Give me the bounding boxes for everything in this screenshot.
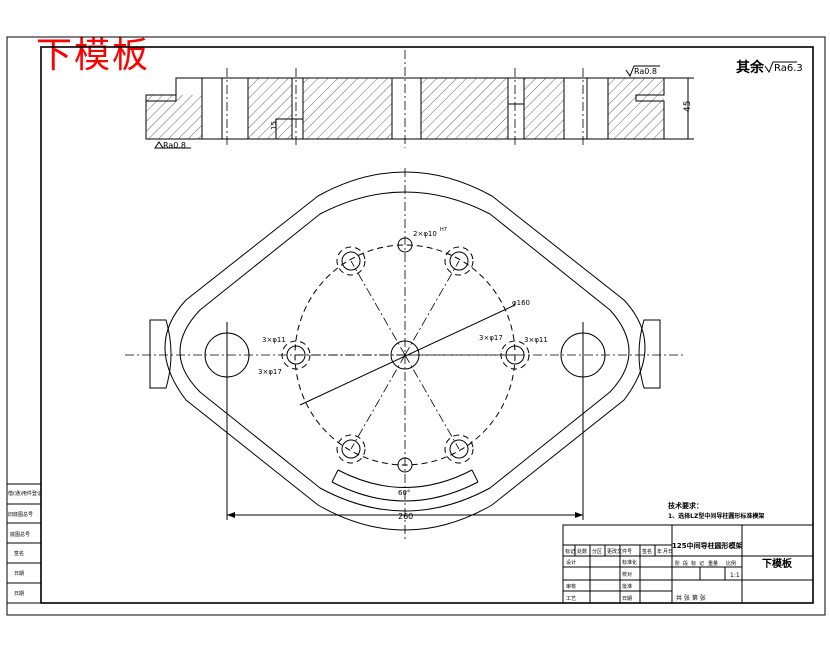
- svg-text:比例: 比例: [726, 560, 736, 567]
- roughness-top-value: Ra0.8: [634, 67, 657, 76]
- svg-text:签名: 签名: [642, 548, 652, 555]
- section-hatch-right: [608, 78, 664, 139]
- section-hatch-b: [303, 78, 392, 139]
- svg-text:审核: 审核: [566, 583, 576, 590]
- remaining-roughness-label: 其余: [736, 59, 765, 76]
- svg-text:处数: 处数: [577, 548, 587, 555]
- svg-text:月: 月: [663, 549, 668, 555]
- sheet-count: 共 张 第 张: [676, 594, 706, 602]
- svg-text:日期: 日期: [14, 571, 24, 577]
- label-left-large-holes: 3×φ17: [258, 368, 282, 376]
- tech-req-heading: 技术要求：: [668, 501, 703, 510]
- svg-text:分区: 分区: [592, 548, 602, 555]
- label-bolt-circle-diameter: φ160: [512, 299, 530, 307]
- plan-view: 2×φ10 H7 φ160 3×φ11 3×φ17 3×φ17 3×φ11 60…: [125, 168, 685, 540]
- section-hatch-d: [524, 78, 564, 139]
- bolt-holes: [281, 237, 530, 473]
- svg-text:工艺: 工艺: [566, 596, 576, 602]
- drawing-title: 125中间导柱圆形模架: [672, 541, 743, 550]
- plate-outer-outline: [164, 171, 646, 531]
- side-block: 借(通)用件登记 旧底图总号 底图总号 签名 日期 日期: [6, 483, 42, 604]
- svg-text:重量: 重量: [708, 560, 718, 567]
- svg-text:日: 日: [668, 549, 673, 555]
- part-name: 下模板: [762, 557, 793, 570]
- section-view: 45 15 Ra0.8 Ra0.8: [145, 50, 694, 150]
- roughness-bottom-value: Ra0.8: [163, 141, 186, 150]
- label-right-small-holes: 3×φ11: [524, 336, 548, 344]
- svg-text:底图总号: 底图总号: [10, 531, 30, 538]
- svg-text:批准: 批准: [622, 583, 632, 590]
- diameter-leader: [299, 304, 516, 406]
- outer-border: [6, 36, 826, 616]
- label-left-small-holes: 3×φ11: [262, 336, 286, 344]
- roughness-bottom-icon: [154, 141, 191, 149]
- label-width: 260: [398, 512, 413, 521]
- svg-text:签名: 签名: [14, 550, 24, 557]
- svg-text:标记: 标记: [565, 548, 575, 555]
- svg-text:旧底图总号: 旧底图总号: [8, 511, 33, 518]
- section-hatch-left: [146, 95, 202, 139]
- technical-requirements: 技术要求： 1、选择LZ型中间导柱圆形标准模架: [668, 501, 764, 520]
- label-top-hole: 2×φ10: [413, 230, 437, 238]
- remaining-roughness-value: Ra6.3: [774, 63, 803, 74]
- roughness-top-icon: [625, 65, 660, 78]
- svg-text:设计: 设计: [566, 559, 576, 566]
- tech-req-item-1: 1、选择LZ型中间导柱圆形标准模架: [668, 512, 764, 520]
- svg-text:段: 段: [683, 560, 688, 567]
- svg-text:年: 年: [657, 548, 662, 555]
- roughness-note: 其余 Ra6.3: [736, 59, 803, 76]
- svg-text:日期: 日期: [14, 591, 24, 597]
- plate-inner-outline: [179, 191, 630, 512]
- svg-text:日期: 日期: [622, 596, 632, 602]
- drawing-title-stamp: 下模板: [36, 35, 151, 76]
- slot-right: [638, 319, 661, 389]
- svg-text:校对: 校对: [622, 571, 632, 578]
- label-angle: 60°: [398, 489, 410, 497]
- title-block: 125中间导柱圆形模架 下模板 标记 处数 分区 更改文件号 签名 年 月 日 …: [562, 524, 814, 604]
- label-right-large-holes: 3×φ17: [479, 334, 503, 342]
- section-outline: [145, 77, 665, 140]
- step-dimension: 15: [270, 121, 278, 130]
- svg-text:标准化: 标准化: [622, 559, 637, 566]
- svg-text:借(通)用件登记: 借(通)用件登记: [8, 490, 42, 497]
- inner-frame: [40, 46, 814, 604]
- scale-value: 1:1: [730, 572, 740, 579]
- roughness-symbol-icon: [764, 61, 797, 74]
- slot-left: [149, 319, 172, 389]
- svg-text:更改文件号: 更改文件号: [607, 548, 632, 555]
- height-dimension: 45: [683, 101, 693, 112]
- svg-text:标: 标: [691, 560, 696, 567]
- svg-text:阶: 阶: [675, 560, 680, 567]
- section-hatch-c: [421, 78, 508, 139]
- label-top-hole-tolerance: H7: [440, 227, 447, 233]
- section-hatch-a: [248, 78, 292, 139]
- svg-text:记: 记: [699, 560, 704, 567]
